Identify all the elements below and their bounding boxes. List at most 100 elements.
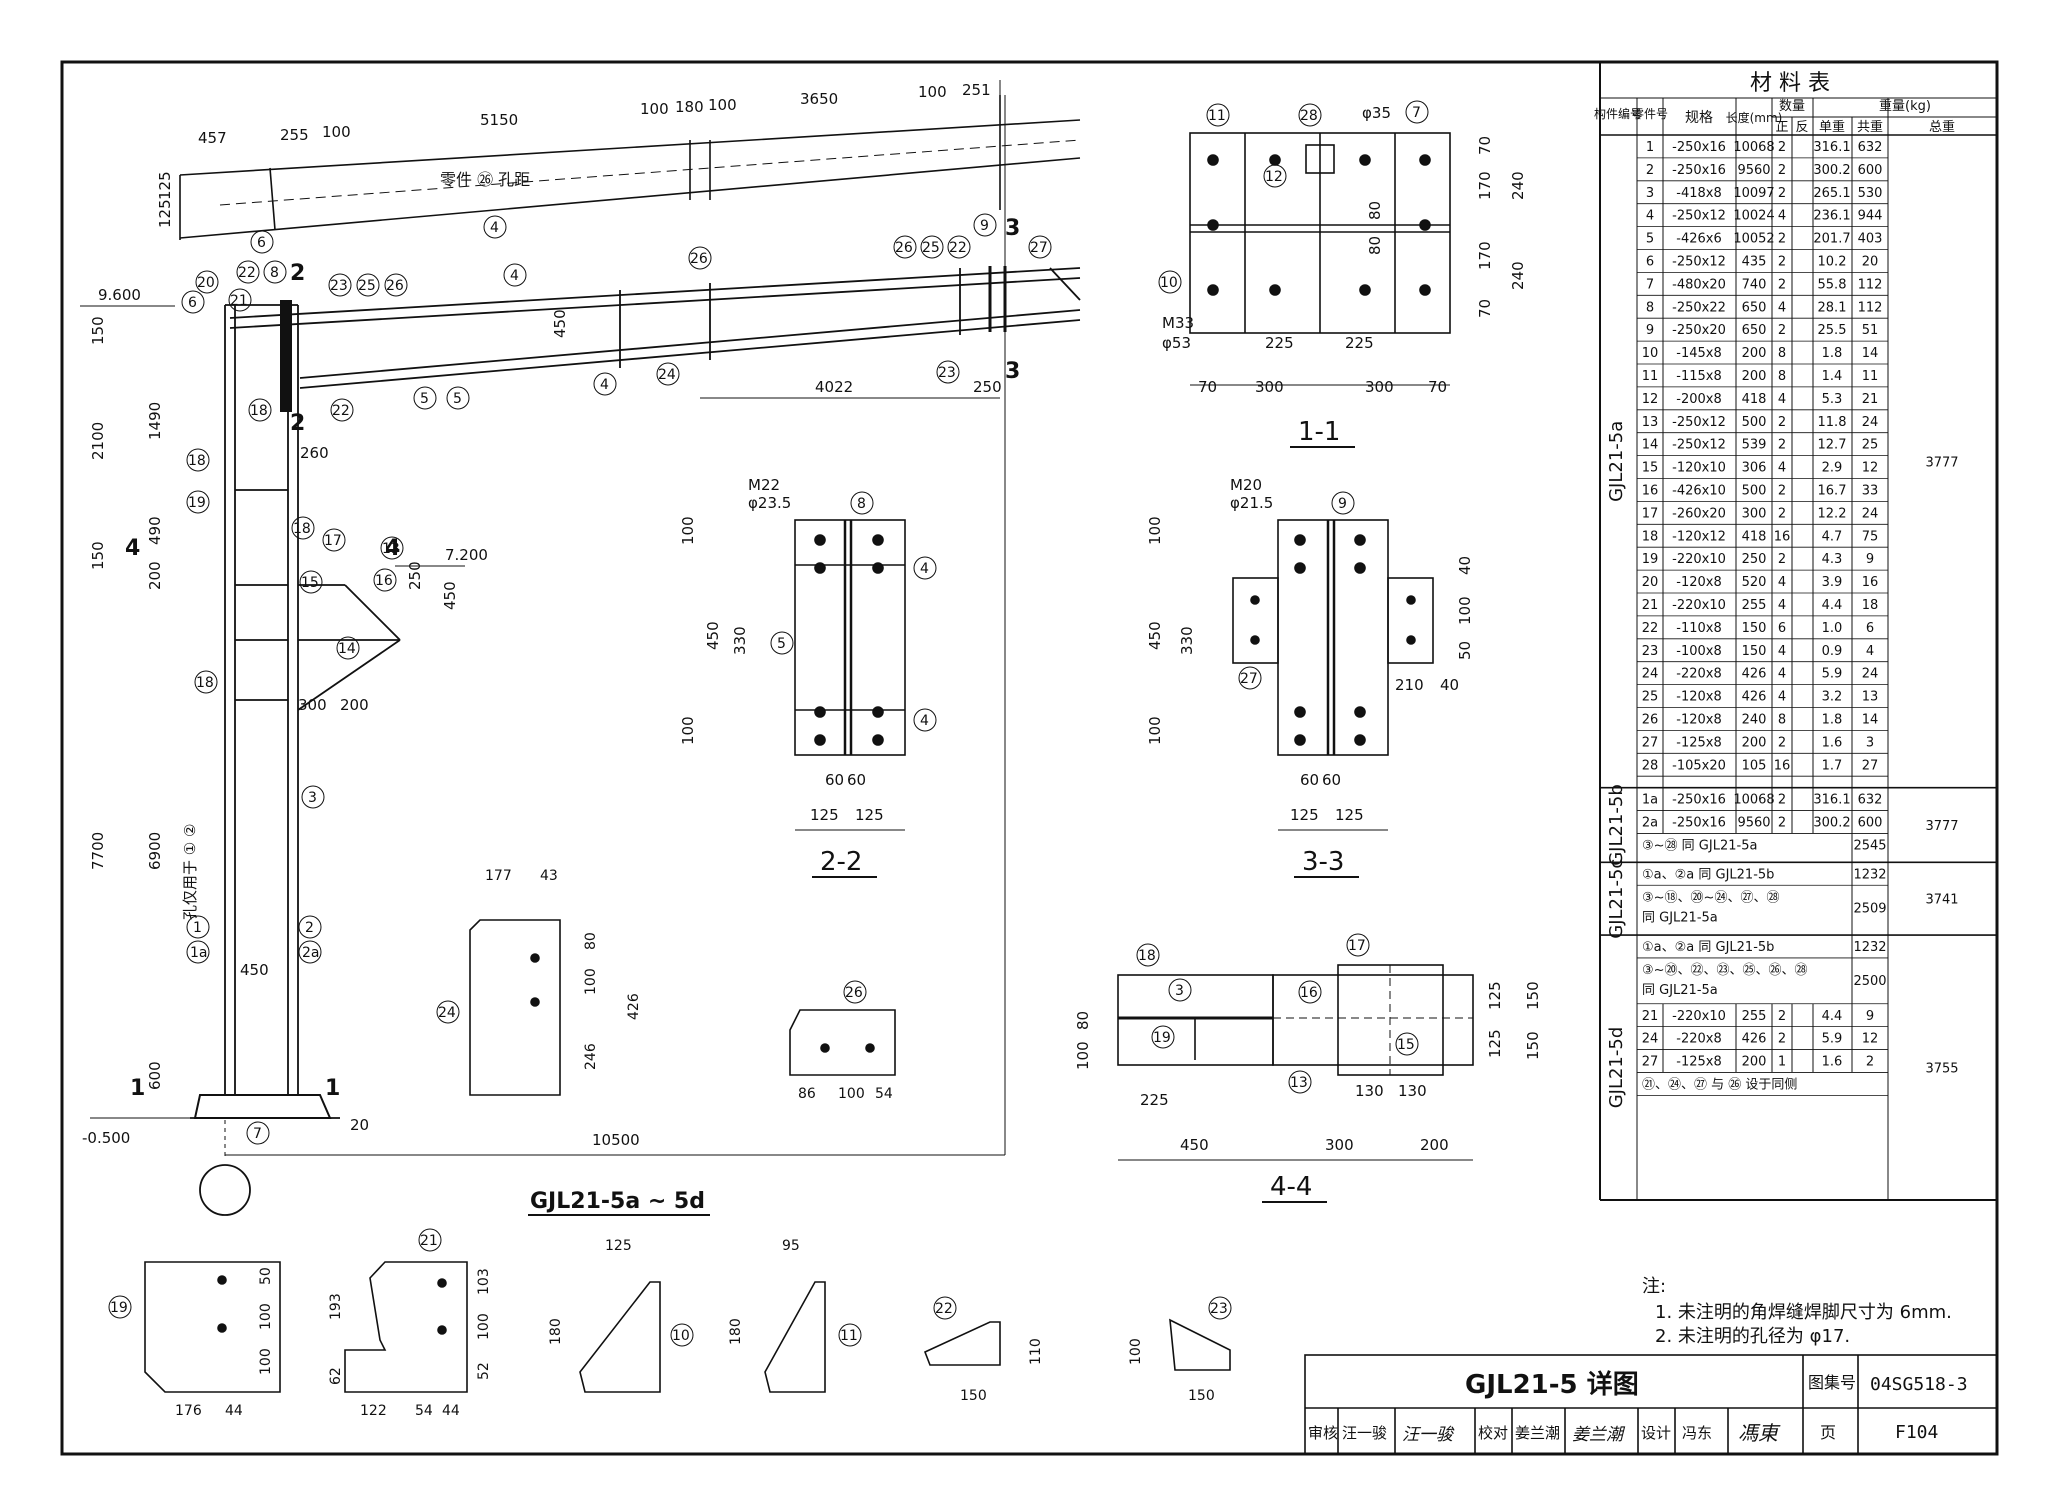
bolt-label: M33 (1162, 314, 1194, 332)
svg-text:24: 24 (658, 367, 676, 383)
row-a-cell: 944 (1858, 209, 1883, 224)
row-a-cell: 16 (1862, 575, 1879, 590)
row-a-cell: -100x8 (1676, 644, 1721, 659)
dim-text: 600 (146, 1061, 164, 1090)
note-2: 2. 未注明的孔径为 φ17. (1655, 1326, 1850, 1347)
dim-text: 150 (960, 1388, 987, 1404)
group-d-line1: ①a、②a 同 GJL21-5b (1642, 940, 1774, 955)
row-a-cell: 112 (1858, 300, 1883, 315)
row-a-cell: -418x8 (1676, 186, 1721, 201)
drawing-title: GJL21-5 详图 (1465, 1369, 1639, 1400)
svg-text:4: 4 (385, 536, 400, 561)
row-a-cell: 16.7 (1818, 484, 1847, 499)
group-c-line1-sum: 1232 (1853, 867, 1886, 882)
row-a-cell: 21 (1642, 598, 1659, 613)
row-a-cell: 236.1 (1813, 209, 1850, 224)
row-a-cell: 28.1 (1818, 300, 1847, 315)
row-a-cell: 306 (1742, 461, 1767, 476)
row-a-cell: 27 (1642, 735, 1659, 750)
row-a-cell: 9 (1866, 552, 1874, 567)
group-a-total: 3777 (1925, 455, 1958, 470)
dim-text: 180 (675, 98, 704, 116)
plate-11-dims: 95 180 11 (728, 1238, 862, 1347)
svg-text:5: 5 (453, 391, 462, 407)
svg-text:5: 5 (420, 391, 429, 407)
dim-text: 200 (146, 561, 164, 590)
section-1-1-dims: 70 300 300 70 225 225 240 240 170 170 70… (1162, 104, 1527, 396)
svg-text:21: 21 (230, 293, 248, 309)
svg-text:13: 13 (382, 541, 400, 557)
row-a-cell: 25 (1642, 690, 1659, 705)
row-a-cell: 4 (1778, 300, 1786, 315)
dim-text: 180 (548, 1318, 564, 1345)
row-a-cell: -480x20 (1672, 277, 1726, 292)
dim-text: 450 (240, 961, 269, 979)
row-d-cell: 5.9 (1822, 1032, 1843, 1047)
dim-text: 80 (1366, 201, 1384, 220)
dim-text: 225 (1265, 334, 1294, 352)
row-a-cell: -115x8 (1676, 369, 1721, 384)
dim-text: 100 (258, 1303, 274, 1330)
row-a-cell: 22 (1642, 621, 1659, 636)
section-3-3 (1232, 519, 1434, 756)
row-d-cell: 2 (1778, 1009, 1786, 1024)
row-a-cell: 316.1 (1813, 140, 1850, 155)
row-a-cell: 740 (1742, 277, 1767, 292)
svg-text:28: 28 (1300, 108, 1318, 124)
group-c-line1: ①a、②a 同 GJL21-5b (1642, 867, 1774, 882)
dim-text: 130 (1355, 1082, 1384, 1100)
svg-text:3: 3 (1175, 983, 1184, 999)
row-a-cell: 2 (1778, 186, 1786, 201)
top-beam-callouts: 6 4 (250, 215, 507, 254)
dim-text: 62 (328, 1367, 344, 1385)
row-a-cell: 255 (1742, 598, 1767, 613)
row-a-cell: 20 (1862, 255, 1879, 270)
dim-text: 100 (322, 123, 351, 141)
dim-text: 100 (476, 1313, 492, 1340)
svg-text:3: 3 (1005, 359, 1020, 384)
dim-text: 450 (551, 309, 569, 338)
group-d-line1-sum: 1232 (1853, 940, 1886, 955)
section-4-4 (1117, 964, 1474, 1076)
dim-text: 330 (1178, 626, 1196, 655)
dim-text: 3650 (800, 90, 838, 108)
row-a-cell: 600 (1858, 163, 1883, 178)
section-title-3-3: 3-3 (1302, 847, 1344, 877)
dim-text: 95 (782, 1238, 800, 1254)
svg-text:1: 1 (130, 1076, 145, 1101)
header-unit: 单重 (1819, 119, 1845, 135)
dim-text: 100 (640, 100, 669, 118)
plate-19-dims: 176 44 50 100 100 19 (108, 1267, 274, 1419)
dim-text: 100 (918, 83, 947, 101)
plate-21 (344, 1261, 468, 1393)
dim-text: 100 (838, 1086, 865, 1102)
row-a-cell: 5.3 (1822, 392, 1843, 407)
svg-text:18: 18 (250, 403, 268, 419)
row-a-cell: 10052 (1733, 232, 1774, 247)
row-a-cell: -260x20 (1672, 506, 1726, 521)
dim-text: 44 (225, 1403, 243, 1419)
svg-text:22: 22 (332, 403, 350, 419)
svg-text:20: 20 (197, 275, 215, 291)
svg-text:16: 16 (1300, 985, 1318, 1001)
bolt-hole-label: φ53 (1162, 334, 1191, 352)
row-a-cell: 2 (1778, 415, 1786, 430)
row-a-cell: 1.0 (1822, 621, 1843, 636)
dim-text: 125 (1486, 981, 1504, 1010)
svg-text:22: 22 (238, 265, 256, 281)
row-a-cell: 16 (1774, 758, 1791, 773)
row-a-cell: 300.2 (1813, 163, 1850, 178)
svg-text:9: 9 (980, 218, 989, 234)
row-a-cell: 17 (1642, 506, 1659, 521)
dim-text: 457 (198, 129, 227, 147)
svg-text:18: 18 (196, 675, 214, 691)
dim-text: 180 (728, 1318, 744, 1345)
dim-text: 1490 (146, 402, 164, 440)
dim-text: 5150 (480, 111, 518, 129)
svg-text:14: 14 (338, 641, 356, 657)
dim-text: 7700 (89, 832, 107, 870)
row-d-cell: 2 (1778, 1032, 1786, 1047)
material-table: 材 料 表构件编号零件号规格长度(mm)数量正反重量(kg)单重共重总重1-25… (1594, 62, 1997, 1201)
row-a-cell: 9560 (1737, 163, 1770, 178)
dim-text: 50 (258, 1267, 274, 1285)
